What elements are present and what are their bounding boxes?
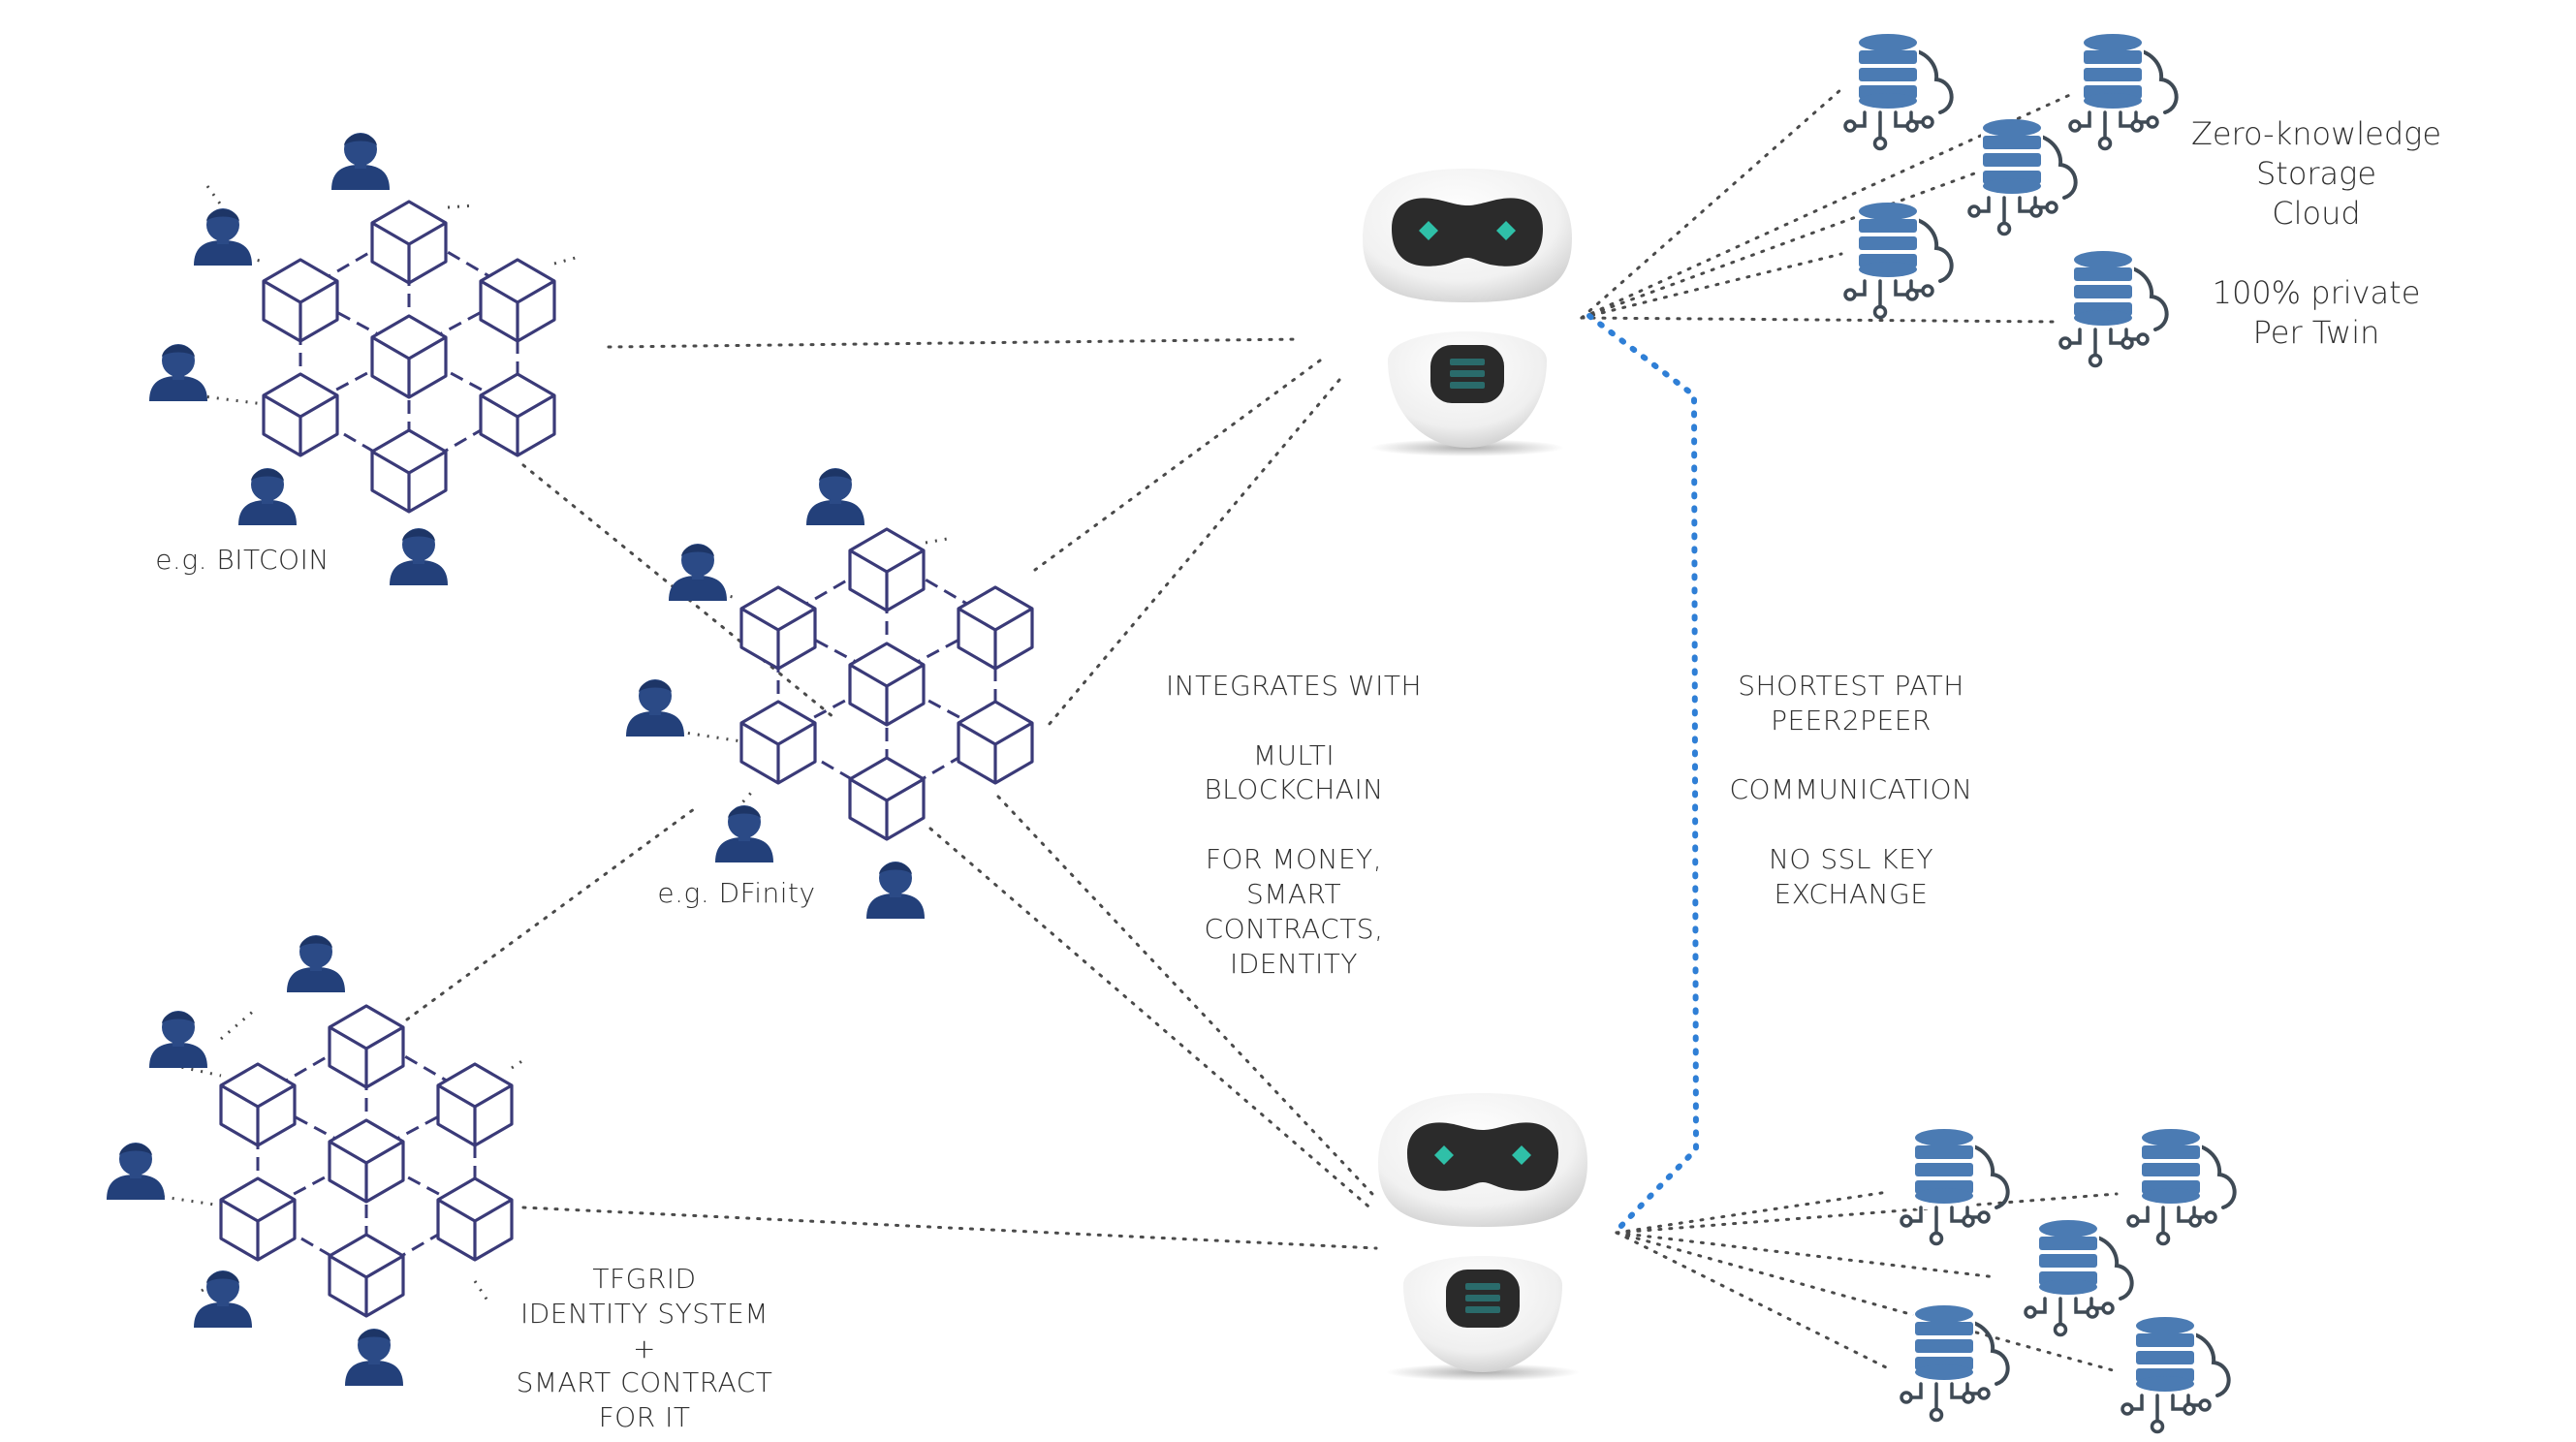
person-icon bbox=[626, 679, 684, 737]
blockchain-icon bbox=[187, 185, 577, 514]
person-icon bbox=[287, 935, 345, 992]
person-icon bbox=[149, 344, 207, 401]
p2p-path bbox=[1586, 313, 1700, 1236]
person-icon bbox=[390, 528, 448, 585]
person-icon bbox=[149, 1011, 207, 1068]
storage-bottom bbox=[1900, 1127, 2237, 1434]
database-cloud-icon bbox=[2068, 32, 2179, 151]
database-cloud-icon bbox=[1843, 201, 1954, 320]
label-p2p: SHORTEST PATH PEER2PEER COMMUNICATION NO… bbox=[1729, 670, 1973, 910]
person-icon bbox=[238, 468, 297, 525]
person-icon bbox=[107, 1143, 165, 1200]
label-bitcoin: e.g. BITCOIN bbox=[155, 544, 330, 576]
label-integrates: INTEGRATES WITH MULTI BLOCKCHAIN FOR MON… bbox=[1165, 670, 1423, 980]
person-icon bbox=[866, 862, 925, 919]
database-cloud-icon bbox=[2120, 1315, 2231, 1434]
storage-top bbox=[1843, 32, 2179, 368]
person-icon bbox=[669, 544, 727, 601]
person-icon bbox=[345, 1329, 403, 1386]
database-cloud-icon bbox=[2024, 1218, 2134, 1337]
person-icon bbox=[194, 1270, 252, 1328]
database-cloud-icon bbox=[1900, 1303, 2010, 1423]
robot-icon bbox=[1363, 169, 1572, 456]
person-icon bbox=[715, 805, 773, 862]
blockchain-icon bbox=[677, 527, 1034, 841]
database-cloud-icon bbox=[2058, 249, 2169, 368]
robot-icon bbox=[1378, 1093, 1587, 1381]
label-tfgrid: TFGRID IDENTITY SYSTEM + SMART CONTRACT … bbox=[516, 1263, 773, 1434]
database-cloud-icon bbox=[1900, 1127, 2010, 1246]
database-cloud-icon bbox=[1843, 32, 1954, 151]
database-cloud-icon bbox=[1967, 117, 2078, 236]
person-icon bbox=[806, 468, 864, 525]
label-storage: Zero-knowledge Storage Cloud 100% privat… bbox=[2190, 115, 2442, 351]
database-cloud-icon bbox=[2126, 1127, 2237, 1246]
person-icon bbox=[194, 208, 252, 266]
label-dfinity: e.g. DFinity bbox=[657, 877, 816, 909]
person-icon bbox=[331, 133, 390, 190]
